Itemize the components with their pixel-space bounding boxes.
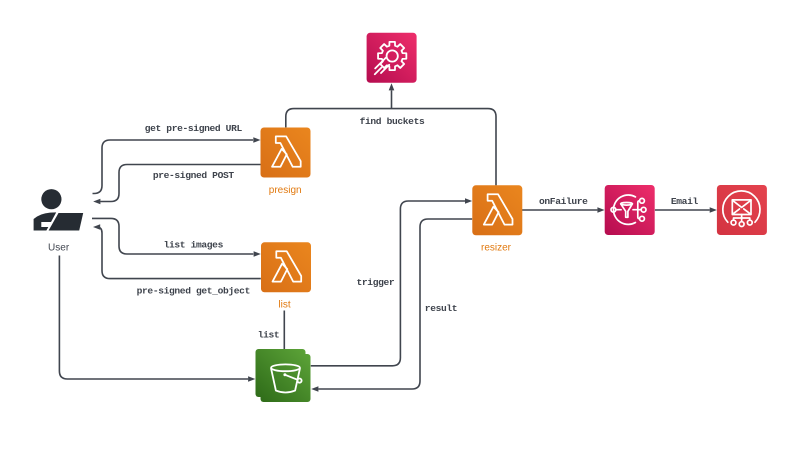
svg-text:User: User xyxy=(48,242,70,253)
svg-text:pre-signed get_object: pre-signed get_object xyxy=(137,285,250,296)
svg-text:Email: Email xyxy=(671,196,699,207)
svg-text:presign: presign xyxy=(269,185,302,196)
svg-text:get pre-signed URL: get pre-signed URL xyxy=(145,123,243,134)
svg-text:list: list xyxy=(258,329,280,340)
svg-text:resizer: resizer xyxy=(481,242,512,253)
svg-text:onFailure: onFailure xyxy=(539,196,588,207)
svg-text:pre-signed POST: pre-signed POST xyxy=(153,170,235,181)
svg-text:list: list xyxy=(278,300,290,311)
svg-text:trigger: trigger xyxy=(357,277,395,288)
svg-text:find buckets: find buckets xyxy=(360,116,425,127)
svg-text:result: result xyxy=(425,303,457,314)
svg-text:list images: list images xyxy=(164,239,224,250)
